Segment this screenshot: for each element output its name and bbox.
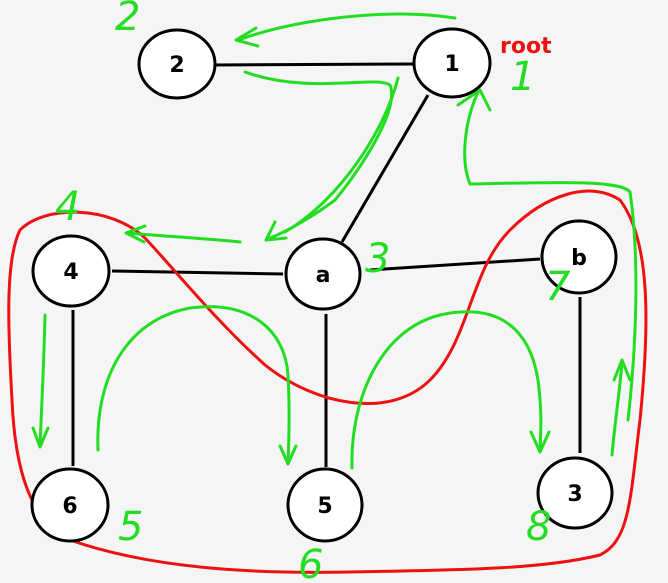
arrow-6-to-5 bbox=[96, 305, 291, 464]
arrow-4-to-6 bbox=[38, 313, 47, 447]
node-1: 1 bbox=[412, 27, 492, 99]
discovery-number-2: 2 bbox=[115, 0, 140, 40]
node-label: 3 bbox=[567, 482, 582, 507]
node-circle bbox=[412, 27, 492, 99]
node-4: 4 bbox=[31, 234, 111, 308]
arrow-5-to-3-head bbox=[529, 430, 551, 454]
discovery-number-7: 7 bbox=[545, 264, 571, 310]
discovery-number-3: 3 bbox=[365, 236, 390, 282]
edges bbox=[71, 62, 582, 467]
arrow-2-to-a-head bbox=[264, 220, 288, 242]
discovery-number-8: 8 bbox=[526, 504, 551, 550]
discovery-number-6: 6 bbox=[298, 542, 323, 583]
node-2: 2 bbox=[137, 28, 217, 100]
node-label: a bbox=[316, 263, 331, 288]
arrow-b-to-1 bbox=[463, 90, 638, 422]
arrow-5-to-3 bbox=[350, 310, 543, 470]
nodes: 1 2 a 4 b 6 5 3 bbox=[30, 27, 618, 543]
node-label: 4 bbox=[63, 260, 78, 285]
node-3: 3 bbox=[536, 456, 614, 530]
arrow-1-to-2 bbox=[236, 12, 457, 42]
node-circle bbox=[30, 467, 110, 543]
node-circle bbox=[536, 456, 614, 530]
edge-a-b bbox=[369, 257, 541, 272]
node-circle bbox=[137, 28, 217, 100]
discovery-number-4: 4 bbox=[55, 184, 80, 230]
edge-2-1 bbox=[214, 62, 414, 67]
node-circle bbox=[540, 219, 618, 295]
node-6: 6 bbox=[30, 467, 110, 543]
traversal-arrows bbox=[31, 12, 638, 470]
node-circle bbox=[31, 234, 111, 308]
discovery-number-1: 1 bbox=[510, 54, 535, 100]
node-circle bbox=[286, 467, 364, 543]
root-label: root bbox=[500, 34, 552, 59]
node-label: 2 bbox=[169, 53, 184, 78]
node-label: 6 bbox=[62, 494, 77, 519]
discovery-numbers: 1 2 3 4 5 6 7 8 bbox=[55, 0, 571, 583]
node-label: 5 bbox=[317, 494, 332, 519]
arrow-b-to-1-head bbox=[456, 88, 492, 112]
arrow-2-to-a-return bbox=[283, 76, 400, 234]
arrow-a-to-4-head bbox=[124, 224, 147, 244]
arrow-3-to-b bbox=[610, 360, 624, 457]
arrow-2-to-a bbox=[243, 70, 393, 240]
arrow-a-to-4 bbox=[126, 231, 242, 244]
node-circle bbox=[284, 237, 362, 311]
edge-1-a bbox=[340, 94, 430, 243]
arrow-1-to-2-head bbox=[234, 26, 260, 48]
edge-4-a bbox=[111, 269, 284, 276]
arrow-3-to-b-head bbox=[612, 358, 632, 382]
node-label: 1 bbox=[444, 52, 459, 77]
discovery-number-5: 5 bbox=[118, 504, 143, 550]
node-5: 5 bbox=[286, 467, 364, 543]
node-b: b bbox=[540, 219, 618, 295]
node-a: a bbox=[284, 237, 362, 311]
arrow-6-to-5-head bbox=[278, 444, 298, 466]
node-label: b bbox=[571, 246, 587, 271]
arrow-4-to-6-head bbox=[31, 426, 50, 449]
